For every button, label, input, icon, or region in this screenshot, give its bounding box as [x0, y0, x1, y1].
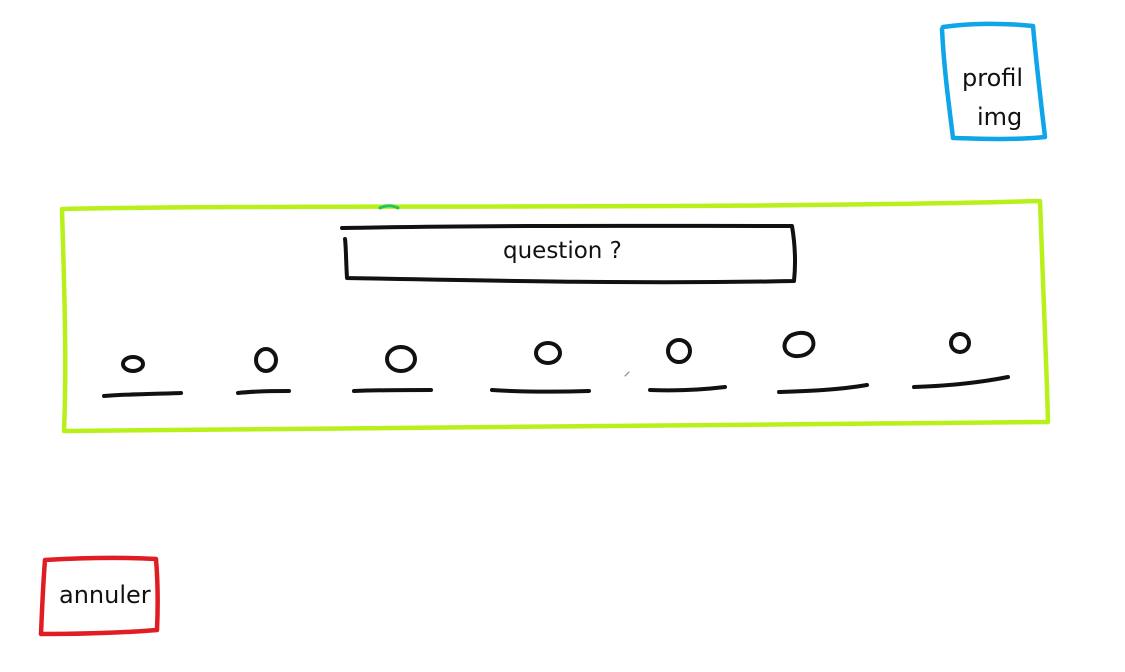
cancel-button[interactable]: annuler [59, 581, 151, 609]
answer-option[interactable] [236, 347, 291, 395]
answer-option[interactable] [102, 355, 183, 398]
profile-image-label: profil [962, 64, 1024, 92]
answer-options [102, 330, 1010, 398]
question-text: question ? [503, 238, 622, 264]
question-box [340, 223, 798, 285]
profile-image-label: img [977, 103, 1023, 131]
cancel-button-box[interactable] [38, 555, 160, 637]
question-panel [59, 198, 1051, 434]
answer-option[interactable] [490, 341, 591, 394]
profile-image-box[interactable] [939, 21, 1048, 142]
answer-option[interactable] [352, 345, 433, 393]
answer-option[interactable] [648, 338, 727, 393]
answer-option[interactable] [777, 330, 869, 394]
answer-option[interactable] [912, 332, 1010, 389]
